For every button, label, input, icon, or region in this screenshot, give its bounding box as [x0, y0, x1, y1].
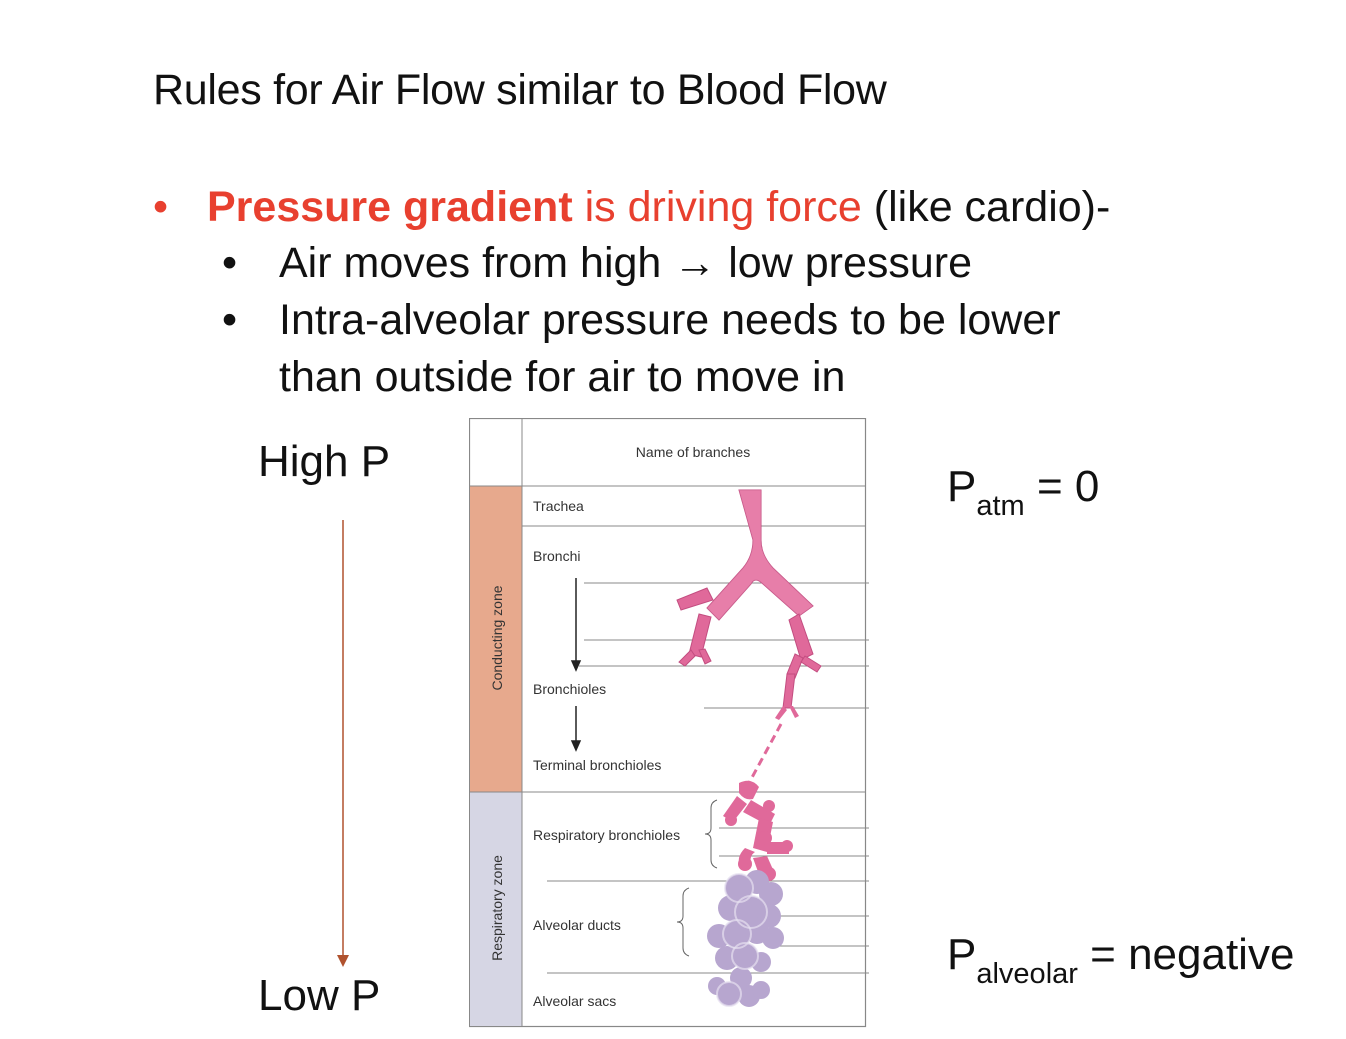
- palveolar-value: = negative: [1090, 930, 1295, 979]
- conducting-zone-band: [470, 486, 522, 792]
- palveolar-subscript: alveolar: [976, 958, 1078, 990]
- patm-subscript: atm: [976, 490, 1025, 522]
- bullet1-bold: Pressure gradient: [207, 183, 573, 231]
- bullet-air-moves: • Air moves from high → low pressure: [222, 239, 972, 288]
- palveolar-symbol: P: [947, 930, 977, 979]
- respiratory-bronchioles-brace: [704, 799, 718, 869]
- high-pressure-label: High P: [258, 437, 391, 486]
- bullet2-after: low pressure: [716, 239, 973, 287]
- bullet-intra-alveolar: • Intra-alveolar pressure needs to be low…: [222, 296, 1061, 345]
- airway-branches-diagram: Name of branches Conducting zone Respira…: [469, 418, 869, 1028]
- patm-value: = 0: [1036, 462, 1100, 511]
- down-arrow-icon: [570, 740, 582, 752]
- right-arrow-icon: →: [673, 239, 717, 287]
- patm-symbol: P: [947, 462, 977, 511]
- branch-bronchioles: Bronchioles: [533, 681, 606, 697]
- branch-terminal-bronchioles: Terminal bronchioles: [533, 757, 661, 773]
- bullet-pressure-gradient: • Pressure gradient is driving force (lik…: [153, 183, 1110, 232]
- alveolar-pressure-label: Palveolar = negative: [947, 930, 1295, 990]
- respiratory-zone-label: Respiratory zone: [489, 855, 505, 961]
- slide-title: Rules for Air Flow similar to Blood Flow: [153, 66, 887, 114]
- airway-tree-illustration: [676, 489, 822, 881]
- diagram-frame: [469, 418, 867, 1028]
- conducting-zone-label: Conducting zone: [489, 585, 505, 690]
- bullet3-line2: than outside for air to move in: [279, 353, 846, 401]
- pressure-gradient-arrow: [337, 520, 349, 967]
- branch-alveolar-ducts: Alveolar ducts: [533, 917, 621, 933]
- respiratory-zone-band: [470, 792, 522, 1026]
- alveolar-ducts-brace: [676, 887, 690, 957]
- bullet1-red: is driving force: [572, 183, 862, 231]
- alveoli-illustration: [707, 870, 784, 1007]
- bullet1-plain: (like cardio)-: [861, 183, 1111, 231]
- bullet3-line1: Intra-alveolar pressure needs to be lowe…: [279, 296, 1061, 344]
- bullet-dot: •: [222, 239, 238, 287]
- bullet-dot: •: [222, 296, 238, 344]
- down-arrow-icon: [570, 660, 582, 672]
- bullet2-before: Air moves from high: [279, 239, 674, 287]
- branch-trachea: Trachea: [533, 498, 584, 514]
- atmospheric-pressure-label: Patm = 0: [947, 462, 1100, 522]
- bullet-dot: •: [153, 183, 169, 231]
- branch-alveolar-sacs: Alveolar sacs: [533, 993, 616, 1009]
- branch-respiratory-bronchioles: Respiratory bronchioles: [533, 827, 680, 843]
- diagram-header: Name of branches: [636, 444, 750, 460]
- branch-bronchi: Bronchi: [533, 548, 580, 564]
- low-pressure-label: Low P: [258, 971, 381, 1020]
